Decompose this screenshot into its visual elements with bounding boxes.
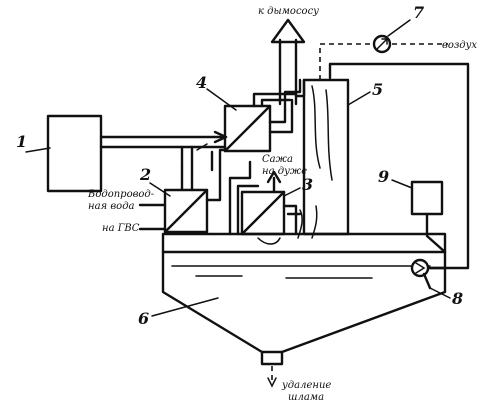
label-2: 2 — [139, 165, 151, 184]
hws-label: на ГВС — [102, 223, 140, 234]
water-label-2: ная вода — [88, 201, 135, 212]
pump-8 — [410, 258, 430, 278]
soot-label-1: Сажа — [262, 154, 293, 165]
label-1: 1 — [16, 132, 27, 151]
reactor-6-top — [161, 232, 447, 254]
flue-arrow-head — [270, 18, 306, 44]
block-1-heat-source — [46, 114, 103, 193]
heat-exchanger-2 — [163, 188, 209, 234]
label-7: 7 — [413, 3, 424, 22]
label-4: 4 — [196, 73, 207, 92]
label-3: 3 — [302, 175, 313, 194]
soot-label-2: на дуже — [262, 166, 307, 177]
water-label-1: Водопровод- — [87, 189, 155, 200]
unit-9 — [410, 180, 444, 216]
sludge-label-2: шлама — [288, 392, 324, 403]
soot-arrow — [266, 170, 282, 194]
liquid-level — [171, 265, 431, 279]
air-line — [319, 43, 448, 80]
pipe-1-to-4 — [99, 135, 227, 149]
air-label: воздух — [442, 40, 477, 51]
stack-5 — [302, 78, 350, 236]
label-6: 6 — [138, 309, 149, 328]
recirculation-line — [328, 62, 470, 270]
label-5: 5 — [372, 80, 383, 99]
to-exhauster-label: к дымососу — [258, 6, 319, 17]
label-8: 8 — [451, 289, 463, 308]
label-9: 9 — [378, 167, 389, 186]
reactor-6-body — [161, 250, 447, 354]
heat-exchanger-4 — [223, 104, 272, 153]
sludge-label-1: удаление — [281, 380, 331, 391]
